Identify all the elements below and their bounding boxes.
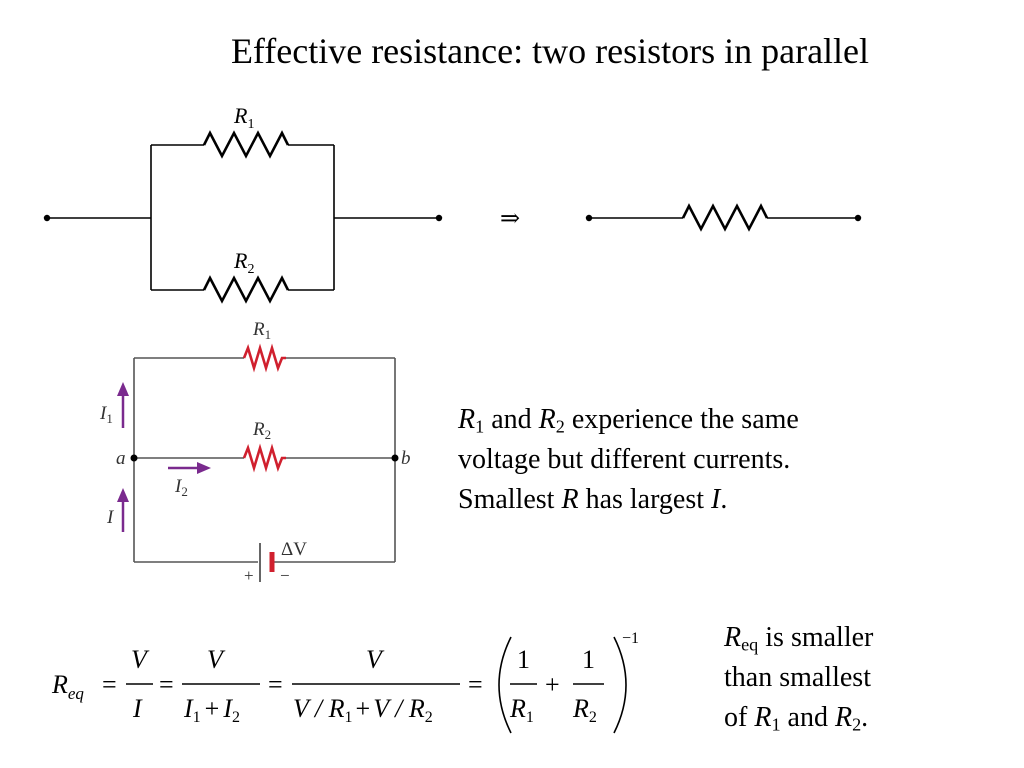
label-r1: R1 <box>233 103 254 132</box>
note-line-1: Req is smaller <box>724 622 874 655</box>
battery-label: ΔV <box>281 539 307 560</box>
eq-equals-3: = <box>268 670 283 699</box>
note-line-3: of R1 and R2. <box>724 702 869 735</box>
current-arrow-i1 <box>117 382 129 396</box>
label-r2: R2 <box>233 248 254 277</box>
circuit-resistor-r2 <box>242 443 286 473</box>
circuit-resistor-r1 <box>242 343 286 373</box>
terminal-right <box>435 214 443 222</box>
eq-equals-2: = <box>159 670 174 699</box>
battery-minus: − <box>280 566 290 585</box>
f4a-numerator: 1 <box>517 645 530 674</box>
statement-text: R1 and R2 experience the same voltage bu… <box>458 400 799 520</box>
equiv-terminal-right <box>854 214 862 222</box>
node-b-label: b <box>401 448 411 469</box>
eq-equals-4: = <box>468 670 483 699</box>
equiv-terminal-left <box>585 214 593 222</box>
f4b-numerator: 1 <box>582 645 595 674</box>
f4a-denominator: R1 <box>509 694 534 726</box>
battery-icon <box>259 543 275 582</box>
statement-line-3: Smallest R has largest I. <box>458 484 728 515</box>
node-b-dot <box>391 454 399 462</box>
right-paren <box>613 636 627 734</box>
circuit-label-r1: R1 <box>252 319 271 342</box>
f1-numerator: V <box>131 645 150 674</box>
statement-line-1: R1 and R2 experience the same <box>458 404 799 437</box>
current-arrow-i2 <box>197 462 211 474</box>
req-note: Req is smaller than smallest of R1 and R… <box>724 618 873 738</box>
node-a-dot <box>130 454 138 462</box>
resistor-equivalent <box>681 203 769 232</box>
terminal-left <box>43 214 51 222</box>
eq-equals-1: = <box>102 670 117 699</box>
left-paren <box>498 636 512 734</box>
f2-numerator: V <box>207 645 226 674</box>
resistor-r2 <box>202 275 290 304</box>
note-line-2: than smallest <box>724 662 871 693</box>
resistor-r1 <box>202 130 290 159</box>
f2-denominator: I1+I2 <box>183 694 240 726</box>
eq-lhs: Req <box>51 670 84 703</box>
f3-denominator: V / R1+V / R2 <box>293 694 433 726</box>
implies-arrow: ⇒ <box>500 206 520 232</box>
f4b-denominator: R2 <box>572 694 597 726</box>
circuit-label-r2: R2 <box>252 419 271 442</box>
bottom-circuit-diagram: R1 R2 I1 I2 I a b ΔV + − <box>99 319 411 585</box>
top-parallel-diagram: R1 R2 ⇒ <box>43 103 862 304</box>
label-i: I <box>106 507 115 528</box>
node-a-label: a <box>116 448 126 469</box>
label-i2: I2 <box>174 476 188 499</box>
statement-line-2: voltage but different currents. <box>458 444 791 475</box>
battery-plus: + <box>244 566 254 585</box>
f4-plus: + <box>545 670 560 699</box>
equivalent-resistance-equation: Req = V I = V I1+I2 = V V / R1+V / R2 = … <box>51 630 639 734</box>
page-title: Effective resistance: two resistors in p… <box>230 31 870 71</box>
exponent: −1 <box>622 630 639 647</box>
current-arrow-i <box>117 488 129 502</box>
f3-numerator: V <box>366 645 385 674</box>
f1-denominator: I <box>132 694 143 723</box>
label-i1: I1 <box>99 403 113 426</box>
